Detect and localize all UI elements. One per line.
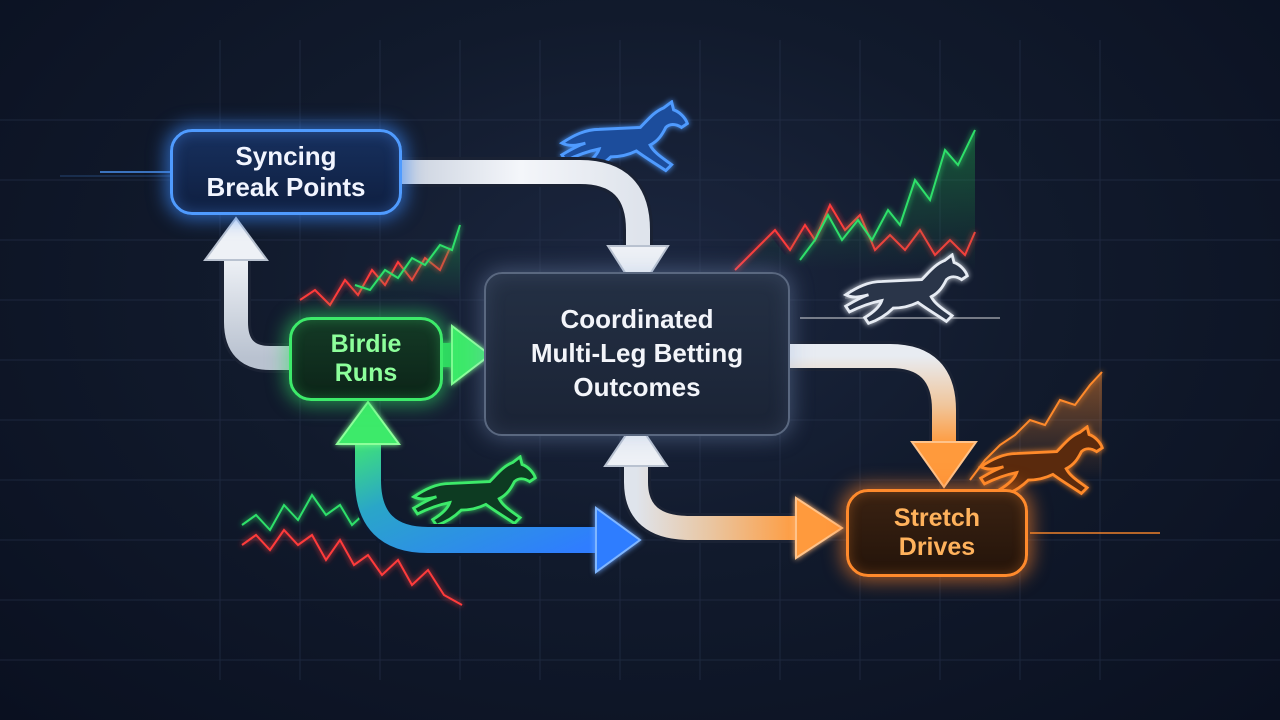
node-coordinated-outcomes: Coordinated Multi-Leg Betting Outcomes xyxy=(484,272,790,436)
node-label-line: Multi-Leg Betting xyxy=(530,338,744,369)
node-syncing-break-points: Syncing Break Points xyxy=(170,129,402,215)
decorative-chart-lower-left xyxy=(241,493,463,606)
arrow-sync-to-center xyxy=(402,157,670,295)
node-label-line: Stretch xyxy=(893,503,981,532)
decorative-chart-birdie xyxy=(299,224,461,307)
arrow-birdie-loop-bottom xyxy=(335,400,642,574)
arrow-center-to-stretch-bottom xyxy=(603,418,844,560)
node-label-line: Runs xyxy=(334,359,398,387)
node-label-line: Coordinated xyxy=(560,304,714,335)
node-label-line: Outcomes xyxy=(573,371,701,402)
arrow-center-to-stretch xyxy=(790,341,978,489)
decorative-chart-upper-right xyxy=(734,129,976,271)
node-birdie-runs: Birdie Runs xyxy=(289,317,443,401)
node-label-line: Break Points xyxy=(206,172,366,202)
node-label-line: Syncing xyxy=(235,141,337,172)
node-label-line: Drives xyxy=(898,533,976,561)
arrow-birdie-to-sync xyxy=(203,216,296,373)
horse-icon-green xyxy=(412,455,537,527)
node-stretch-drives: Stretch Drives xyxy=(846,489,1028,577)
node-label-line: Birdie xyxy=(330,329,402,358)
